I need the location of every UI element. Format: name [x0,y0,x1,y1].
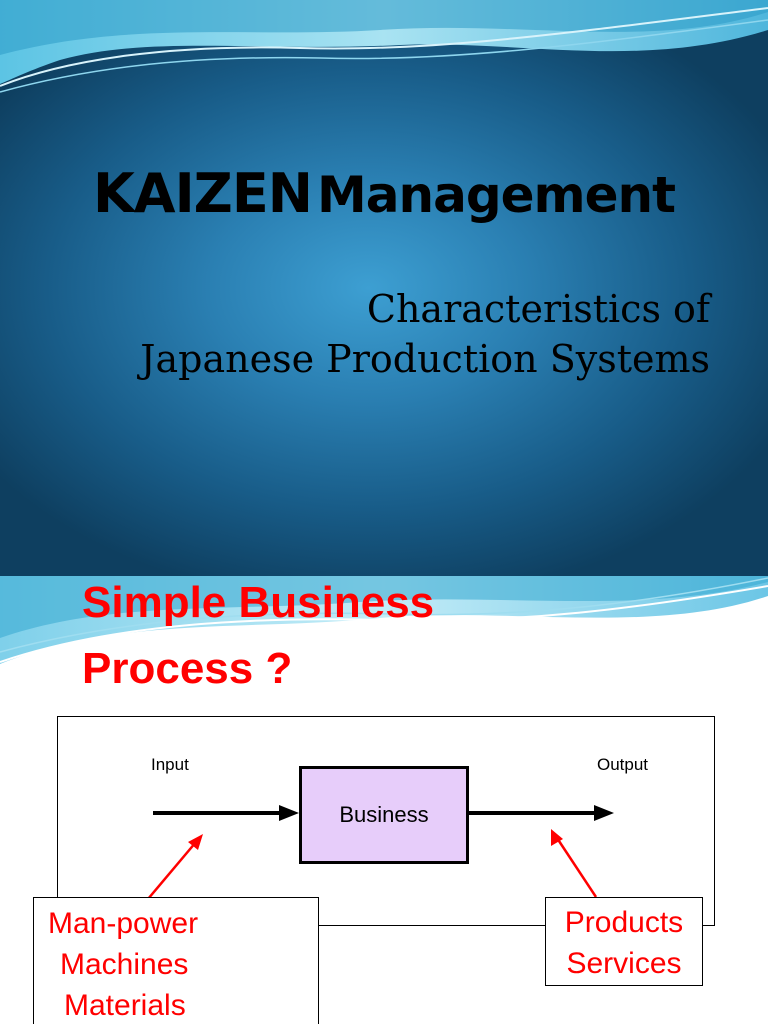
heading-line-1: Simple Business [82,578,435,627]
subtitle-line-2: Japanese Production Systems [140,337,710,381]
business-label: Business [339,802,429,827]
diagram-frame [57,716,715,926]
inputs-callout: Man-power Machines Materials [33,897,319,1024]
output-pointer-head [551,829,563,846]
input-pointer-arrow [147,841,197,900]
output-item: Products [564,906,684,939]
output-arrowhead [594,805,614,821]
title-kaizen: KAIZEN [92,162,313,225]
output-label: Output [597,755,649,774]
slide-heading: Simple Business Process ? [82,576,682,702]
input-label: Input [151,755,189,774]
title-slide: KAIZEN Management Characteristics of Jap… [0,0,768,576]
input-item: Machines [60,948,189,981]
process-slide: Simple Business Process ? Input Output B… [0,576,768,1024]
input-arrowhead [279,805,299,821]
wave-decoration [0,576,768,664]
title-management: Management [317,166,676,224]
outputs-callout: Products Services [545,897,703,986]
heading-line-2: Process ? [82,644,293,693]
diagram-arrows [147,805,614,900]
input-pointer-head [188,834,203,850]
slide-title: KAIZEN Management [0,162,768,225]
output-item: Services [566,947,682,980]
slide-subtitle: Characteristics of Japanese Production S… [140,284,710,384]
input-item: Materials [64,989,186,1022]
input-item: Man-power [48,907,199,940]
subtitle-line-1: Characteristics of [366,287,710,331]
wave-decoration [0,0,768,93]
output-pointer-arrow [555,837,598,898]
business-process-box: Business [299,766,469,864]
